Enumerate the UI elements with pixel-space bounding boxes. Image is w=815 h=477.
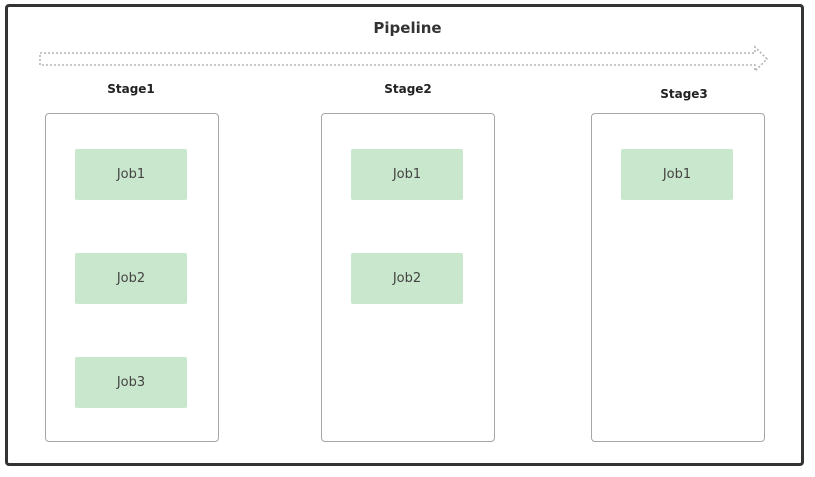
stage2-job1: Job1	[351, 149, 463, 200]
stage1-job2: Job2	[75, 253, 187, 304]
diagram-title: Pipeline	[373, 19, 442, 37]
stage-label-1: Stage1	[107, 82, 155, 96]
stage1-job1: Job1	[75, 149, 187, 200]
stage1-job3: Job3	[75, 357, 187, 408]
stage3-job1: Job1	[621, 149, 733, 200]
stage-box-2: Job1 Job2	[321, 113, 495, 442]
stage-label-2: Stage2	[384, 82, 432, 96]
stage-box-3: Job1	[591, 113, 765, 442]
stage-box-1: Job1 Job2 Job3	[45, 113, 219, 442]
stage2-job2: Job2	[351, 253, 463, 304]
pipeline-arrow	[39, 45, 769, 73]
stage-label-3: Stage3	[660, 87, 708, 101]
